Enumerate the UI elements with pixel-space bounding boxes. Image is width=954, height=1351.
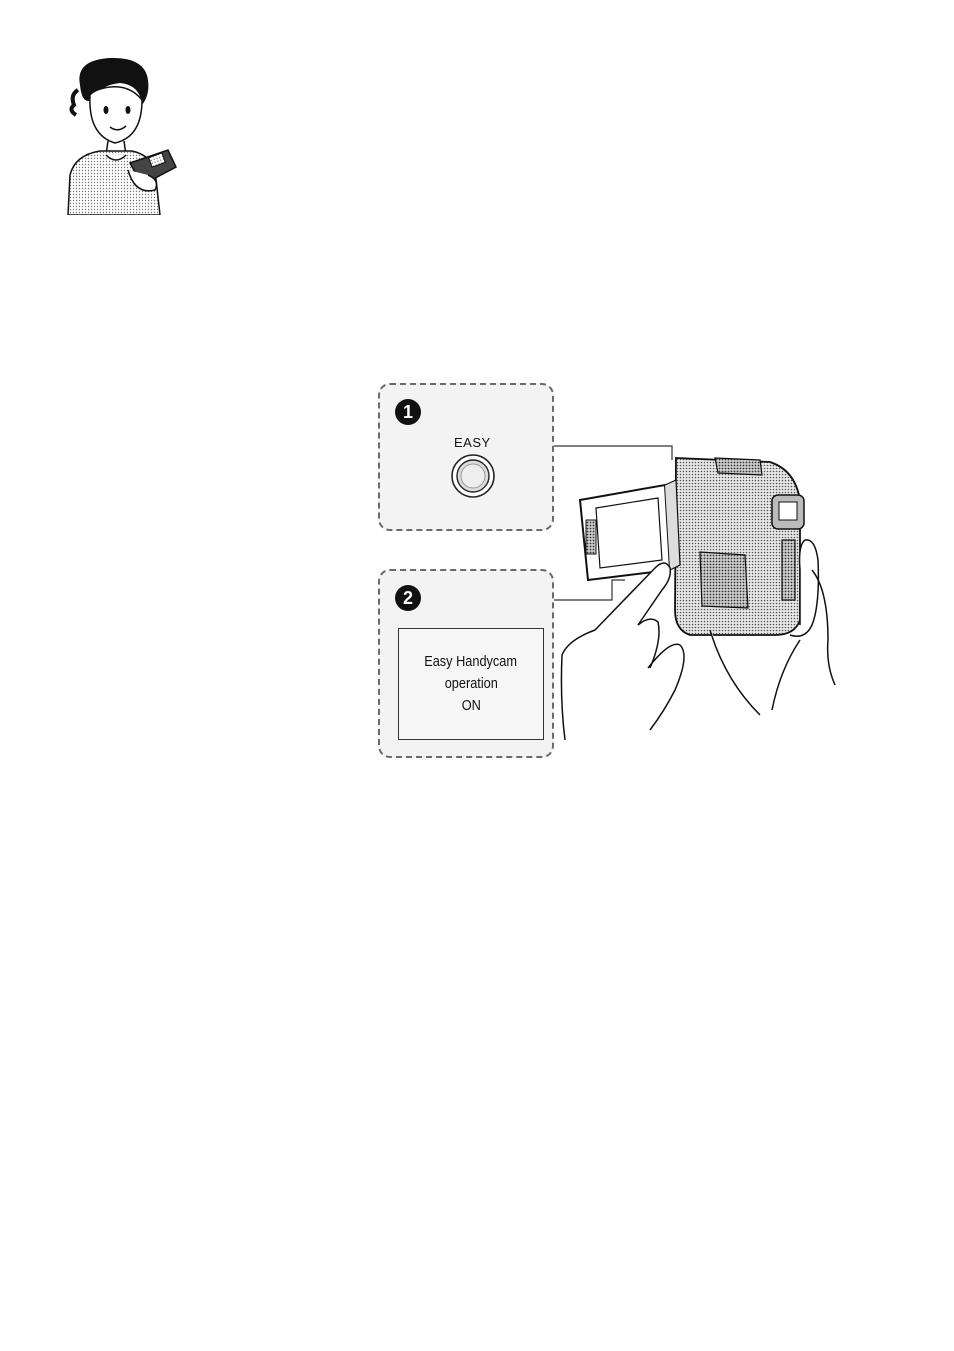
screen-line-2: operation [444, 673, 497, 695]
lcd-screen-message: Easy Handycam operation ON [398, 628, 544, 740]
step2-panel: 2 Easy Handycam operation ON [378, 569, 554, 758]
step1-number: 1 [395, 399, 421, 425]
screen-line-1: Easy Handycam [425, 651, 518, 673]
screen-line-3: ON [461, 695, 480, 717]
step1-panel: 1 EASY [378, 383, 554, 531]
easy-button-icon [450, 453, 496, 499]
step2-number: 2 [395, 585, 421, 611]
easy-button-label: EASY [454, 435, 491, 450]
camcorder-illustration [550, 440, 850, 740]
mascot-illustration [60, 55, 185, 215]
